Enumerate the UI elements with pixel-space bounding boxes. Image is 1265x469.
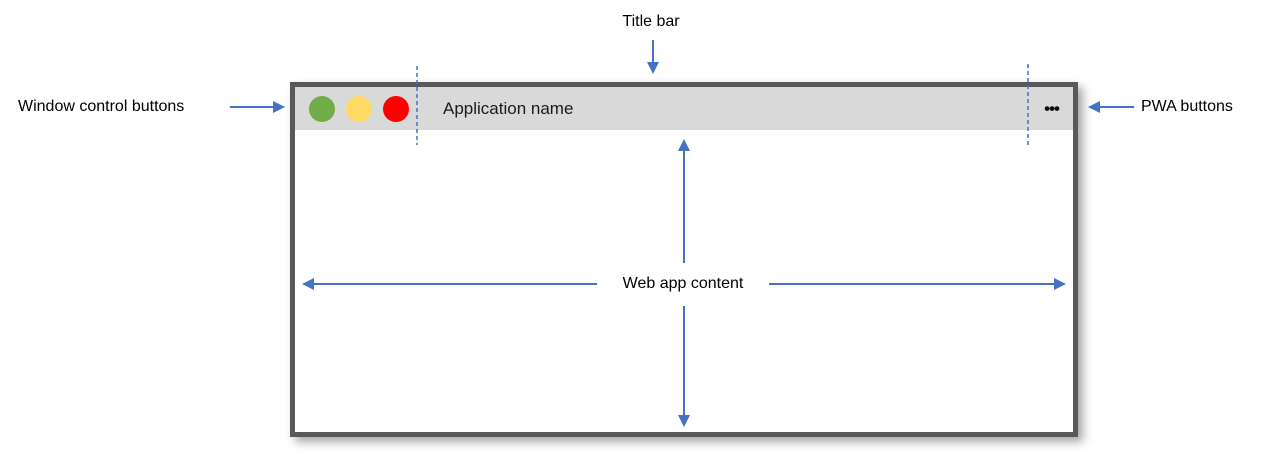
pwa-window: Application name ••• bbox=[290, 82, 1078, 437]
app-title: Application name bbox=[443, 98, 574, 118]
annotation-pwa-buttons: PWA buttons bbox=[1141, 98, 1233, 115]
window-control-green-icon[interactable] bbox=[309, 95, 335, 122]
annotation-title-bar: Title bar bbox=[622, 13, 680, 30]
window-control-red-icon[interactable] bbox=[383, 95, 409, 122]
window-control-yellow-icon[interactable] bbox=[346, 95, 372, 122]
annotation-window-control-buttons: Window control buttons bbox=[18, 98, 185, 115]
annotation-web-app-content: Web app content bbox=[622, 275, 744, 292]
window-control-buttons bbox=[309, 95, 409, 122]
pwa-menu-ellipsis-icon[interactable]: ••• bbox=[1044, 99, 1060, 118]
title-bar: Application name ••• bbox=[295, 87, 1073, 130]
